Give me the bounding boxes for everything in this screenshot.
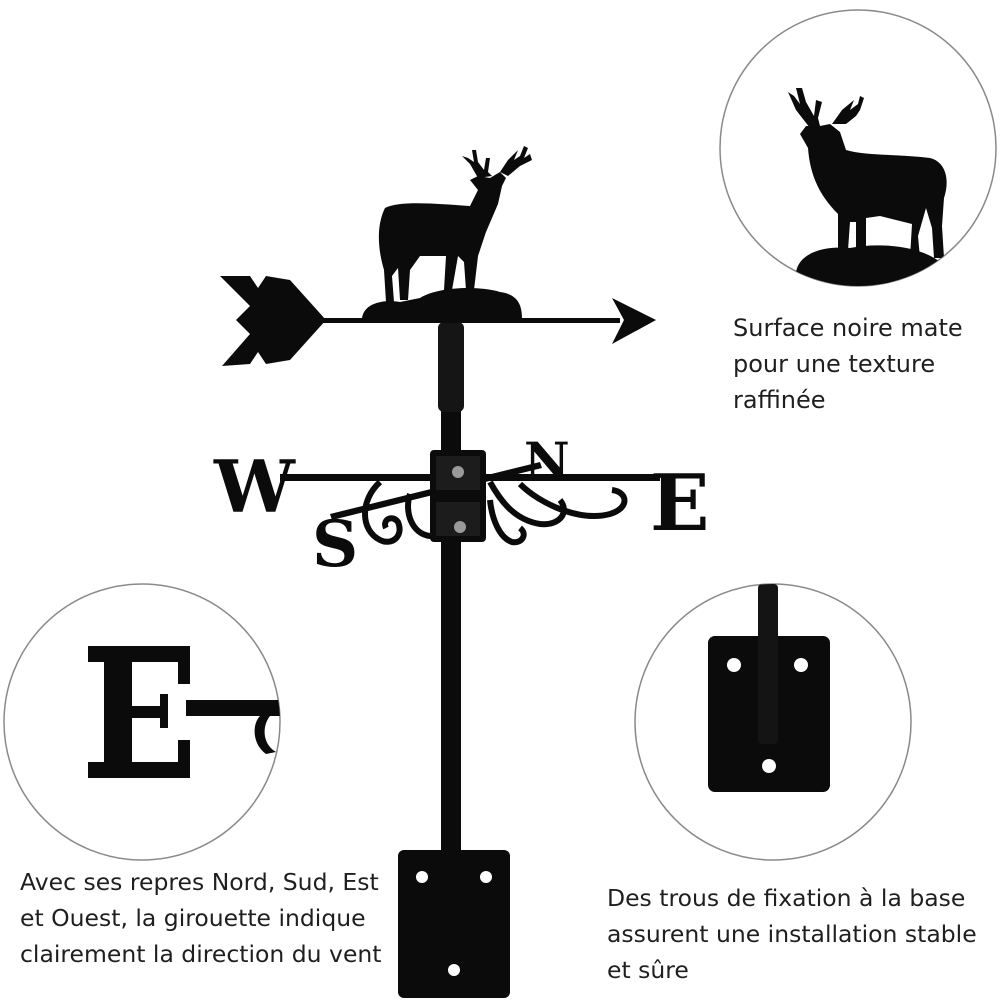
caption-compass-line-2: et Ouest, la girouette indique [20, 904, 366, 932]
scroll-right-2 [487, 499, 527, 546]
caption-mount: Des trous de fixation à la base assurent… [607, 880, 992, 988]
caption-compass-line-3: clairement la direction du vent [20, 940, 382, 968]
pole-upper-band [438, 322, 464, 412]
caption-mount-line-2: assurent une installation stable [607, 920, 977, 948]
detail-hole-bottom [762, 759, 776, 773]
deer-antlers [462, 146, 532, 178]
caption-mount-line-3: et sûre [607, 956, 689, 984]
arrow-tail [220, 276, 326, 366]
letter-east: E [650, 458, 709, 549]
hub-screw-top [452, 466, 464, 478]
detail-pole [758, 584, 778, 744]
detail-deer-antlers [788, 88, 864, 128]
detail-circle-deer [719, 9, 997, 287]
mount-plate [398, 850, 510, 998]
caption-compass-line-1: Avec ses repres Nord, Sud, Est [20, 868, 379, 896]
caption-finish-line-3: raffinée [733, 386, 826, 414]
detail-hole-tr [794, 658, 808, 672]
letter-south: S [312, 507, 358, 582]
caption-finish-line-1: Surface noire mate [733, 314, 963, 342]
detail-circle-letter [3, 583, 281, 861]
mount-hole-tl [416, 871, 428, 883]
weathervane-main: W E N S [213, 146, 709, 998]
arrow-shaft [320, 318, 620, 323]
detail-letter-e [88, 646, 190, 778]
detail-deer-silhouette [800, 124, 947, 258]
hub-screw-bottom [454, 521, 466, 533]
caption-mount-line-1: Des trous de fixation à la base [607, 884, 966, 912]
scroll-right [487, 480, 628, 528]
arrow-head [612, 298, 656, 344]
caption-finish-line-2: pour une texture [733, 350, 936, 378]
mount-hole-bottom [448, 964, 460, 976]
detail-hole-tl [727, 658, 741, 672]
letter-north: N [524, 431, 570, 490]
mount-hole-tr [480, 871, 492, 883]
detail-circle-mount [634, 583, 912, 861]
detail-bar [186, 700, 280, 754]
deer-mound [362, 288, 522, 318]
caption-compass: Avec ses repres Nord, Sud, Est et Ouest,… [20, 864, 400, 972]
deer-silhouette [378, 172, 506, 302]
letter-west: W [213, 444, 296, 529]
caption-finish: Surface noire mate pour une texture raff… [733, 310, 993, 418]
